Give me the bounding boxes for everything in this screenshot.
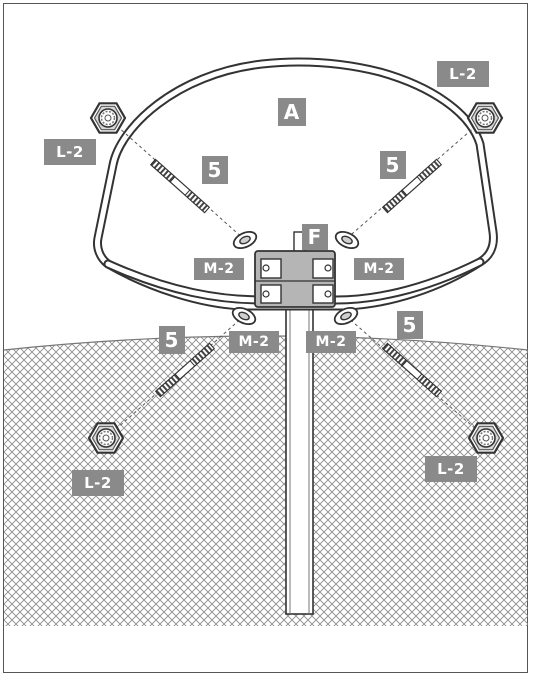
hex-nut-icon	[466, 102, 504, 134]
label-nut-top-left: L-2	[44, 139, 96, 165]
label-washer-bottom-right: M-2	[306, 331, 356, 353]
label-nut-bottom-left: L-2	[72, 470, 124, 496]
label-bolt-bottom-left: 5	[159, 326, 185, 354]
label-nut-top-right: L-2	[437, 61, 489, 87]
hex-nut-icon	[467, 422, 505, 454]
threaded-bolt-icon	[150, 158, 210, 214]
label-bolt-top-right: 5	[380, 151, 406, 179]
label-washer-bottom-left: M-2	[229, 331, 279, 353]
pole	[285, 231, 314, 615]
label-bolt-bottom-right: 5	[397, 311, 423, 339]
label-backboard: A	[278, 98, 306, 126]
hex-nut-icon	[87, 422, 125, 454]
label-bracket: F	[302, 224, 328, 250]
label-bolt-top-left: 5	[202, 156, 228, 184]
label-washer-top-left: M-2	[194, 258, 244, 280]
mounting-bracket	[254, 250, 336, 308]
label-nut-bottom-right: L-2	[425, 456, 477, 482]
label-washer-top-right: M-2	[354, 258, 404, 280]
washer-icon	[332, 227, 362, 253]
backboard-frame	[93, 57, 498, 311]
hex-nut-icon	[89, 102, 127, 134]
